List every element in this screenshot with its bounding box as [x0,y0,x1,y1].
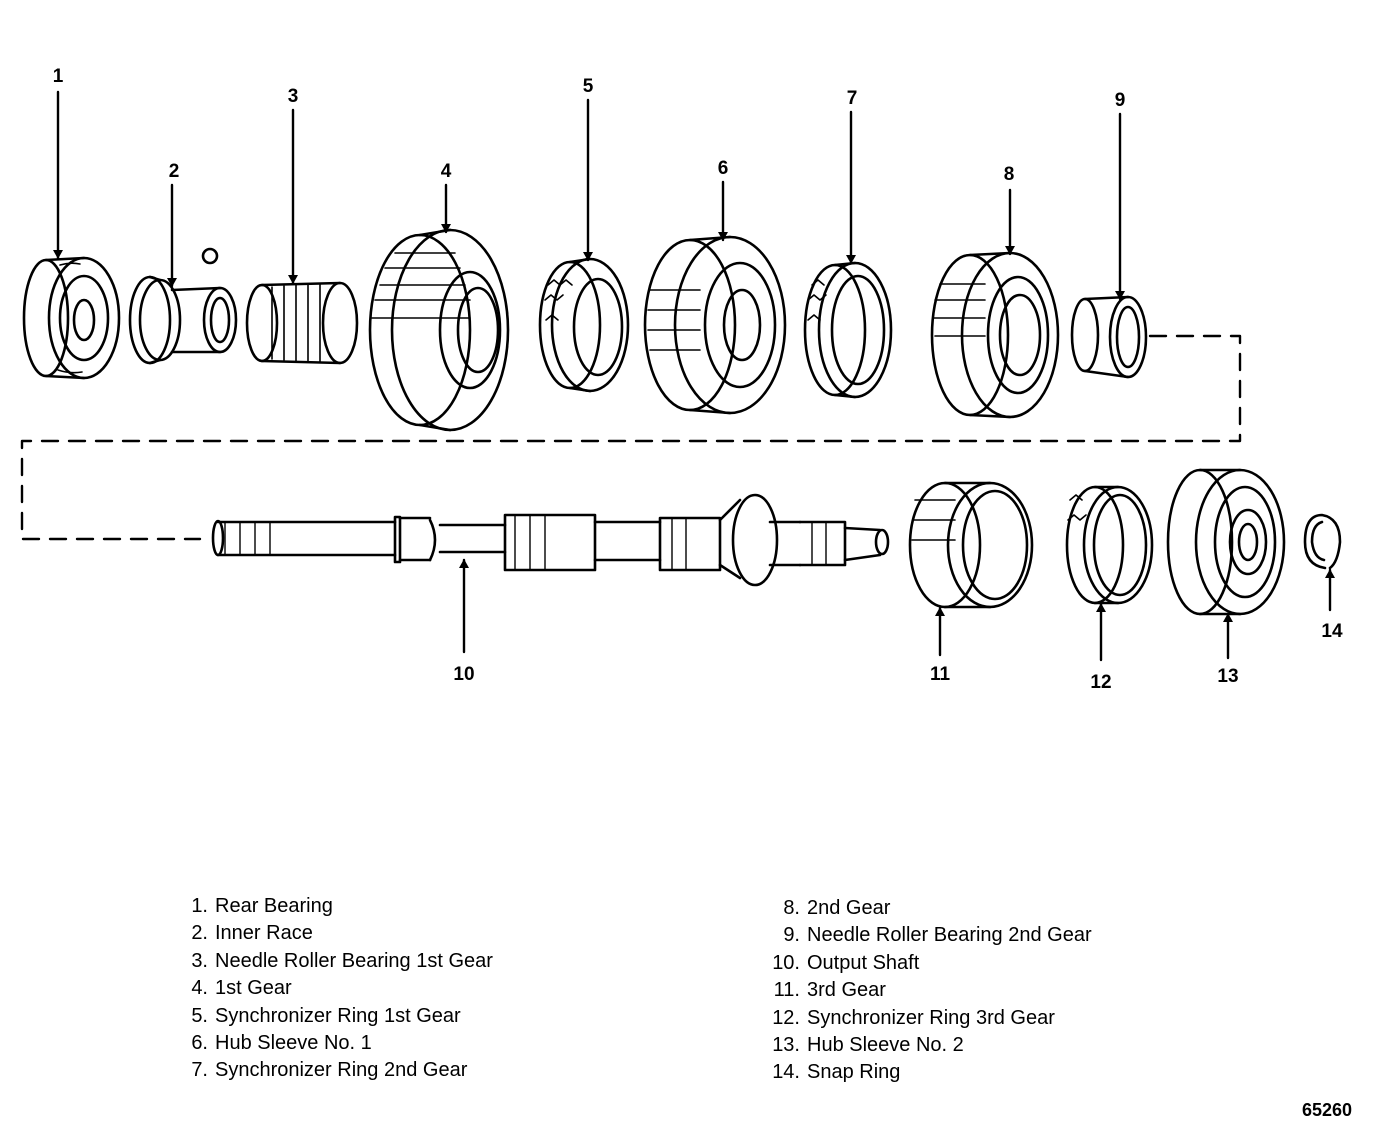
hub-sleeve-no-1 [643,235,787,415]
legend-number: 13. [772,1034,800,1057]
inner-race [128,275,238,365]
callout-4: 4 [441,161,452,182]
figure-code: 65260 [1302,1100,1353,1120]
legend-label: 3rd Gear [807,979,886,1002]
3rd-gear [908,481,1034,609]
legend-item: 13. Hub Sleeve No. 2 [770,1032,1092,1059]
callout-1: 1 [53,66,64,87]
callout-14: 14 [1321,621,1343,642]
synchronizer-ring-3rd-gear [1065,485,1154,605]
callout-2: 2 [169,161,180,182]
legend-left: 1. Rear Bearing 2. Inner Race 3. Needle Rol… [188,893,493,1085]
legend-item: 10. Output Shaft [770,950,1092,977]
legend-number: 12. [772,1006,800,1029]
legend-label: Hub Sleeve No. 1 [215,1032,372,1055]
callout-7: 7 [847,88,858,109]
small-ball [201,247,219,265]
rear-bearing [22,256,121,380]
legend-number: 14. [772,1061,800,1084]
legend-item: 4. 1st Gear [188,975,493,1002]
legend-label: Synchronizer Ring 2nd Gear [215,1059,468,1082]
legend-number: 4. [191,977,208,1000]
legend-number: 10. [772,951,800,974]
callout-11: 11 [930,664,951,685]
legend-label: Inner Race [215,922,313,945]
legend-label: 2nd Gear [807,897,891,919]
legend-item: 7. Synchronizer Ring 2nd Gear [188,1057,493,1084]
legend-label: Synchronizer Ring 1st Gear [215,1004,461,1027]
legend-item: 8. 2nd Gear [770,895,1092,922]
legend-number: 2. [191,922,208,945]
callout-9: 9 [1115,90,1126,111]
legend-label: 1st Gear [215,977,292,1000]
legend-item: 12. Synchronizer Ring 3rd Gear [770,1005,1092,1032]
needle-roller-bearing-1st-gear [245,281,359,365]
assembly-path-dashed [20,334,1242,541]
legend-item: 2. Inner Race [188,920,493,947]
legend-number: 8. [783,897,800,919]
callout-leaders [53,90,1335,662]
legend-label: Needle Roller Bearing 2nd Gear [807,924,1092,947]
legend-label: Output Shaft [807,951,920,974]
legend-item: 5. Synchronizer Ring 1st Gear [188,1003,493,1030]
output-shaft [211,493,890,587]
legend-label: Snap Ring [807,1061,901,1084]
legend-number: 1. [191,895,208,917]
snap-ring [1303,513,1342,570]
legend-item: 3. Needle Roller Bearing 1st Gear [188,948,493,975]
callout-numbers: 1 2 3 4 5 6 7 8 9 10 11 12 13 14 [53,66,1343,693]
callout-13: 13 [1217,666,1238,687]
needle-roller-bearing-2nd-gear [1070,295,1148,379]
2nd-gear [930,251,1060,419]
callout-8: 8 [1004,164,1015,185]
legend-label: Rear Bearing [215,895,333,917]
legend-number: 9. [783,924,800,947]
callout-3: 3 [288,86,299,107]
legend-item: 9. Needle Roller Bearing 2nd Gear [770,922,1092,949]
legend-label: Needle Roller Bearing 1st Gear [215,949,493,972]
callout-6: 6 [718,158,729,179]
legend-number: 6. [191,1032,208,1055]
legend-item: 6. Hub Sleeve No. 1 [188,1030,493,1057]
legend-right: 8. 2nd Gear 9. Needle Roller Bearing 2nd G… [770,895,1092,1087]
legend-number: 7. [191,1059,208,1082]
synchronizer-ring-1st-gear [538,257,630,393]
legend-item: 1. Rear Bearing [188,893,493,920]
1st-gear [368,228,510,432]
callout-10: 10 [453,664,474,685]
legend-item: 11. 3rd Gear [770,977,1092,1004]
callout-12: 12 [1090,672,1111,693]
legend-number: 3. [191,949,208,972]
hub-sleeve-no-2 [1166,468,1286,616]
legend-label: Hub Sleeve No. 2 [807,1034,964,1057]
legend-label: Synchronizer Ring 3rd Gear [807,1006,1055,1029]
legend-item: 14. Snap Ring [770,1059,1092,1086]
callout-5: 5 [583,76,594,97]
legend-number: 5. [191,1004,208,1027]
synchronizer-ring-2nd-gear [803,261,893,399]
legend-number: 11. [773,979,800,1002]
